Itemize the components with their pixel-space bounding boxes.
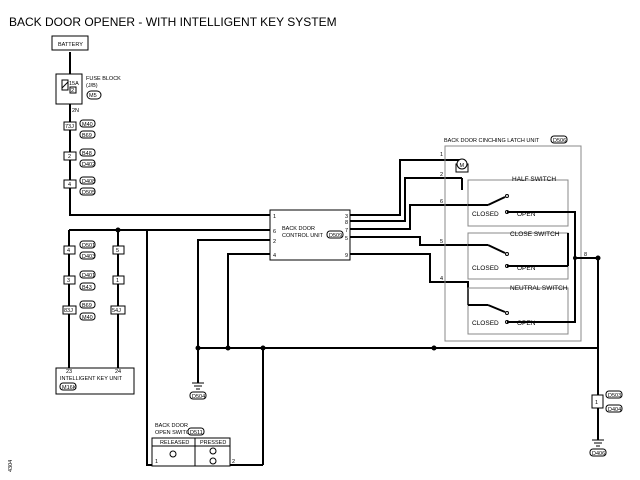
intelligent-key-unit: 23 24 INTELLIGENT KEY UNIT M16K: [55, 367, 135, 395]
ikey-chain-pin-a-2: 3: [67, 278, 70, 284]
open-switch-pin-right: 2: [232, 459, 235, 465]
fuse-block-label: FUSE BLOCK: [86, 76, 121, 82]
open-switch-line2: OPEN SWITCH: [155, 430, 194, 436]
left-chain-pin-1: 73J: [65, 124, 74, 130]
left-chain-pin-3: 2: [68, 154, 71, 160]
side-code: 4304: [8, 460, 14, 472]
junction-dots: [115, 227, 601, 351]
half-switch-closed: CLOSED: [472, 211, 499, 218]
close-switch-closed: CLOSED: [472, 265, 499, 272]
ground-right-conn-top: D503: [608, 393, 621, 399]
control-unit-pin-right-1: 3: [345, 214, 348, 220]
control-unit-pin-left-2: 6: [273, 229, 276, 235]
latch-pin-4: 4: [440, 276, 443, 282]
left-connector-chain: 73J M40 B69 2 B48 D402 4 D408 D505: [63, 119, 96, 196]
ikey-chain-conn-top-1: D501: [82, 243, 95, 249]
fuse-block: 15A 2 FUSE BLOCK (J/B) M5 2N: [55, 73, 121, 114]
left-chain-conn-4: D402: [82, 162, 95, 168]
open-switch-pressed: PRESSED: [200, 440, 226, 446]
ikey-unit-pin-right: 24: [115, 369, 121, 375]
control-unit-pin-right-4: 5: [345, 236, 348, 242]
control-unit-pin-right-2: 8: [345, 220, 348, 226]
ikey-chain-pin-a-3: 83J: [64, 308, 73, 314]
neutral-switch-open: OPEN: [517, 320, 536, 327]
ikey-unit-pin-left: 23: [66, 369, 72, 375]
latch-pin-2: 2: [440, 172, 443, 178]
ikey-unit-conn: M16K: [62, 385, 77, 391]
left-chain-conn-2: B69: [82, 133, 92, 139]
left-chain-conn-3: B48: [82, 151, 92, 157]
latch-pin-8: 8: [584, 252, 587, 258]
neutral-switch: NEUTRAL SWITCH CLOSED OPEN: [467, 285, 569, 335]
ikey-chain-conn-top-3: B69: [82, 303, 92, 309]
fuse-conn: M5: [89, 93, 97, 99]
latch-pin-5: 5: [440, 239, 443, 245]
ikey-chain-conn-bot-3: M40: [82, 315, 93, 321]
ikey-chain-conn-bot-2: B43: [82, 285, 92, 291]
left-chain-pin-5: 4: [68, 182, 71, 188]
latch-unit-name: BACK DOOR CINCHING LATCH UNIT: [444, 138, 540, 144]
ikey-chain-pin-b-1: 5: [116, 248, 119, 254]
fuse-number: 2: [71, 88, 74, 94]
latch-pin-6: 6: [440, 199, 443, 205]
open-switch-released: RELEASED: [160, 440, 189, 446]
wire-2n-label: 2N: [72, 108, 79, 114]
back-door-open-switch: BACK DOOR OPEN SWITCH D511 RELEASED PRES…: [151, 423, 235, 467]
ikey-chain-pin-b-2: 1: [116, 278, 119, 284]
diagram-title: BACK DOOR OPENER - WITH INTELLIGENT KEY …: [9, 15, 337, 29]
control-unit-pin-right-5: 9: [345, 253, 348, 259]
neutral-switch-closed: CLOSED: [472, 320, 499, 327]
ground-right: 1 D503 D404 D406: [589, 390, 623, 457]
left-chain-conn-5: D408: [82, 179, 95, 185]
motor-label: M: [460, 163, 465, 169]
open-switch-line1: BACK DOOR: [155, 423, 188, 429]
battery: BATTERY: [51, 35, 89, 51]
ground-left: D504: [189, 382, 207, 400]
ikey-connector-chain: 4 5 D501 D403 3 1 D401 B43 83J 54J B69 M…: [62, 229, 147, 321]
left-chain-conn-1: M40: [82, 122, 93, 128]
fuse-block-sub: (J/B): [86, 83, 98, 89]
latch-unit-conn: D506: [553, 138, 566, 144]
ikey-chain-pin-a-1: 4: [67, 248, 70, 254]
control-unit-pin-right-3: 7: [345, 228, 348, 234]
ikey-chain-conn-top-2: D401: [82, 273, 95, 279]
motor-icon: M: [455, 158, 469, 173]
control-unit-pin-left-1: 1: [273, 214, 276, 220]
neutral-switch-name: NEUTRAL SWITCH: [510, 285, 568, 292]
latch-pin-1: 1: [440, 152, 443, 158]
back-door-control-unit: BACK DOOR CONTROL UNIT D509 1 6 2 4 3 8 …: [269, 209, 351, 261]
control-unit-pin-left-3: 2: [273, 239, 276, 245]
control-unit-line2: CONTROL UNIT: [282, 233, 324, 239]
ground-right-pin: 1: [595, 400, 598, 406]
open-switch-conn: D511: [190, 430, 203, 436]
ground-right-conn: D406: [592, 451, 605, 457]
main-wires: [68, 52, 599, 466]
control-unit-line1: BACK DOOR: [282, 226, 315, 232]
close-switch-open: OPEN: [517, 265, 536, 272]
ikey-chain-pin-b-3: 54J: [112, 308, 121, 314]
half-switch: HALF SWITCH CLOSED OPEN: [467, 176, 569, 227]
open-switch-pin-left: 1: [155, 459, 158, 465]
cinching-latch-unit: BACK DOOR CINCHING LATCH UNIT D506 1 2 6…: [440, 135, 598, 342]
control-unit-conn: D509: [329, 233, 342, 239]
close-switch-name: CLOSE SWITCH: [510, 231, 560, 238]
battery-label: BATTERY: [58, 42, 83, 48]
control-unit-pin-left-4: 4: [273, 253, 276, 259]
ground-right-conn-bot: D404: [608, 407, 621, 413]
half-switch-open: OPEN: [517, 211, 536, 218]
left-chain-conn-6: D505: [82, 190, 95, 196]
ikey-chain-conn-bot-1: D403: [82, 254, 95, 260]
close-switch: CLOSE SWITCH CLOSED OPEN: [467, 231, 569, 280]
ground-left-conn: D504: [192, 394, 205, 400]
ikey-unit-name: INTELLIGENT KEY UNIT: [60, 376, 123, 382]
fuse-amp: 15A: [69, 81, 79, 87]
half-switch-name: HALF SWITCH: [512, 176, 556, 183]
